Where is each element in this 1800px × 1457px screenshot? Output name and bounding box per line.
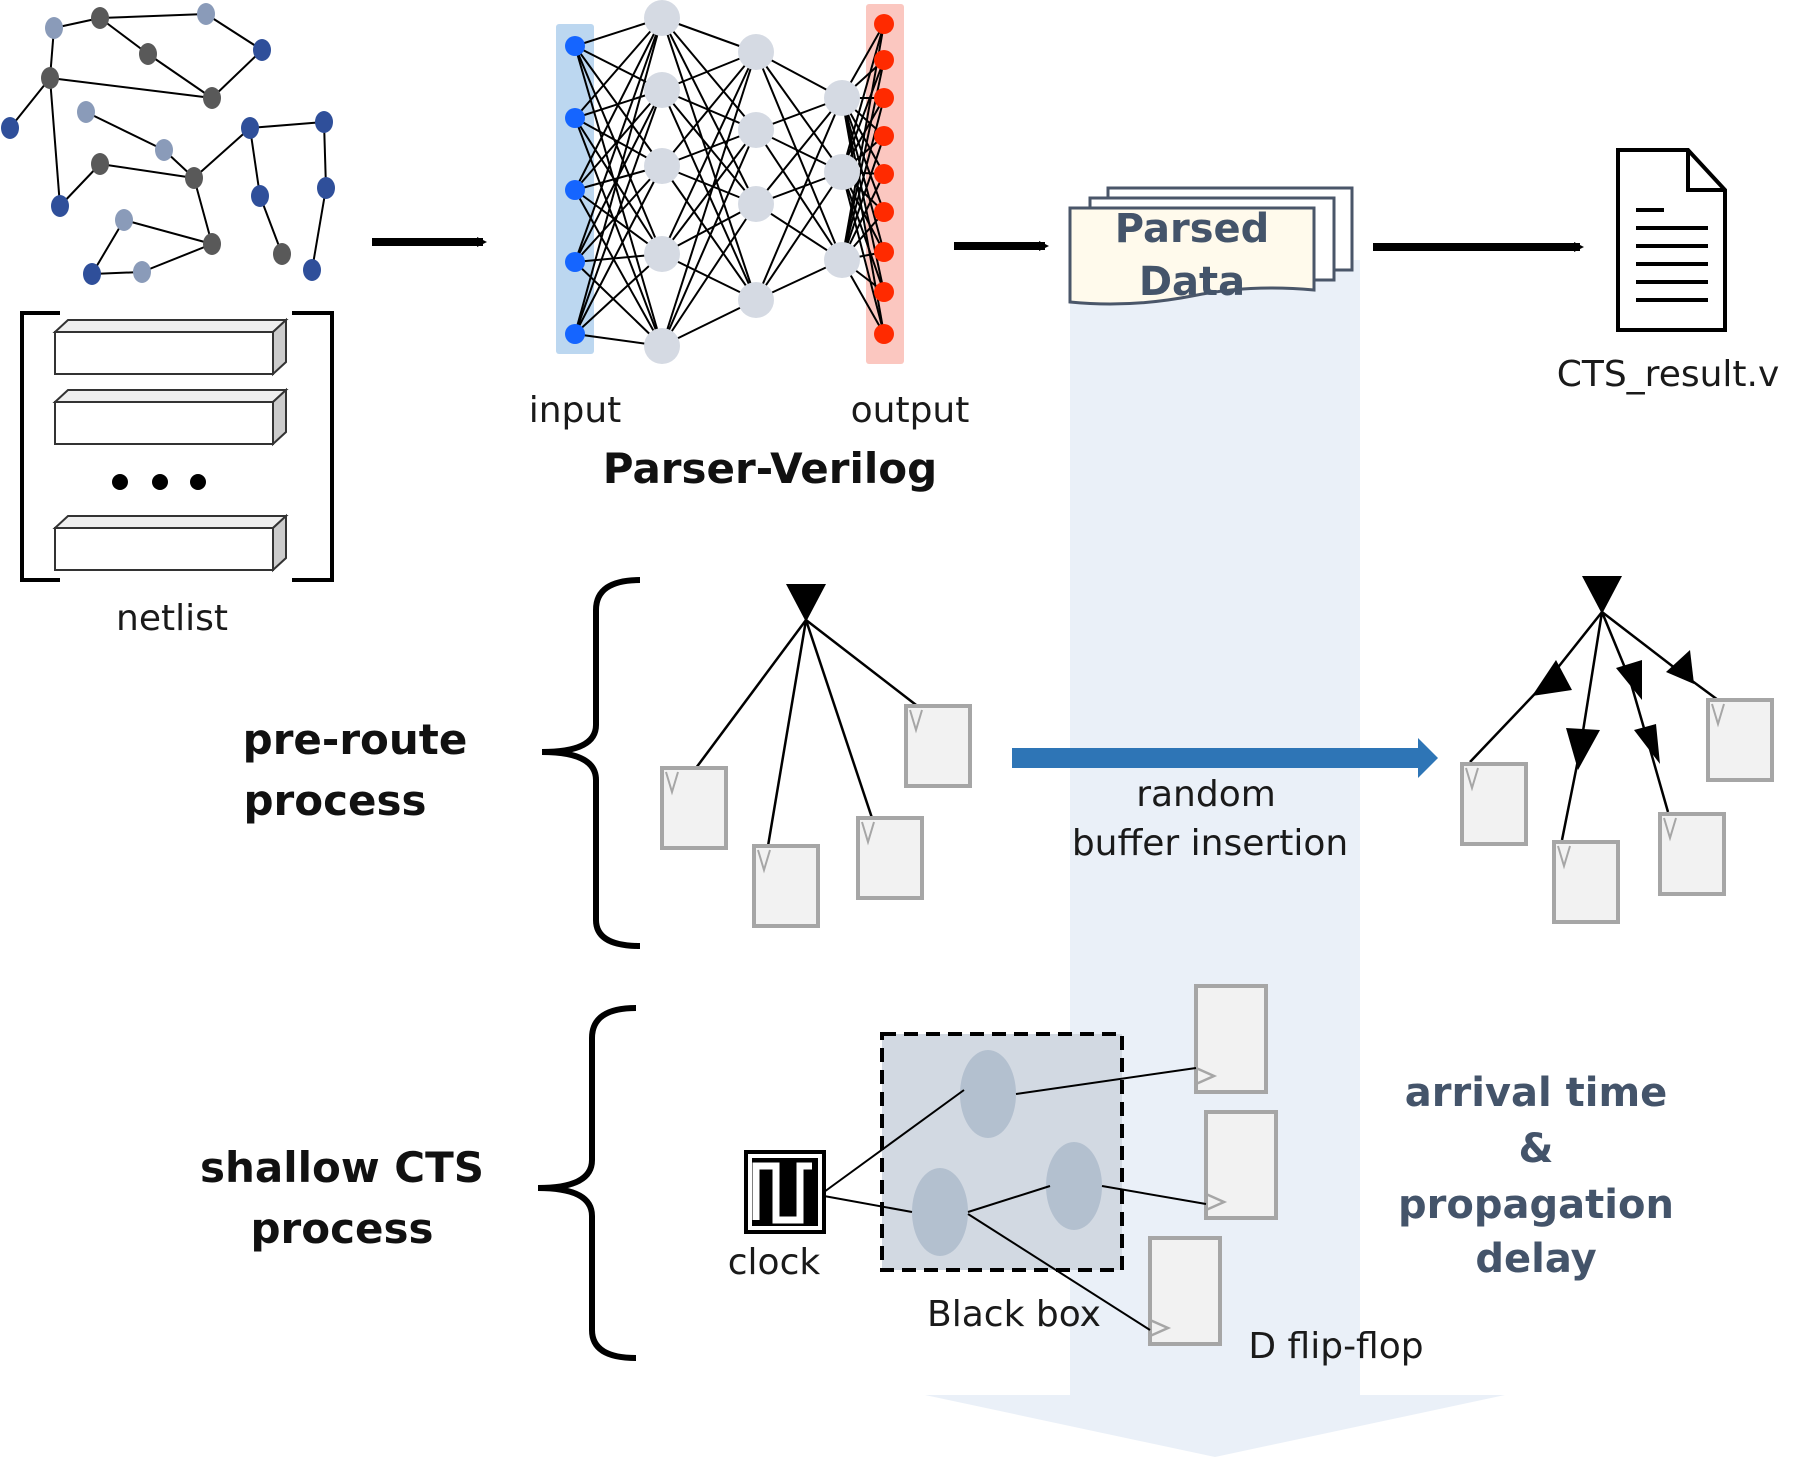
parsed-label-line1: Parsed (1115, 206, 1270, 252)
nn-node (738, 282, 774, 318)
parsed-label-line2: Data (1139, 259, 1245, 305)
graph-node (303, 259, 321, 281)
graph-node (315, 111, 333, 133)
shallow-label-line2: process (250, 1204, 433, 1253)
nn-node (644, 148, 680, 184)
graph-node (273, 243, 291, 265)
pre-route-label-line2: process (243, 776, 426, 825)
buffer-triangle-icon (786, 584, 826, 622)
nn-node (874, 126, 894, 146)
clock-label: clock (728, 1242, 821, 1283)
nn-node (644, 72, 680, 108)
nn-node (565, 252, 585, 272)
arrival-label-line1: arrival time (1405, 1070, 1668, 1116)
graph-node (155, 139, 173, 161)
graph-node (77, 101, 95, 123)
nn-node (824, 80, 860, 116)
nn-node (738, 112, 774, 148)
graph-node (91, 7, 109, 29)
netlist-graph-icon (1, 3, 335, 285)
nn-node (874, 88, 894, 108)
nn-node (738, 186, 774, 222)
graph-node (241, 117, 259, 139)
pre-route-tree (660, 584, 972, 928)
parsed-data-document-icon (1068, 186, 1354, 306)
buffered-tree (1460, 576, 1774, 924)
graph-node (139, 43, 157, 65)
black-box (880, 1032, 1124, 1272)
graph-node (51, 195, 69, 217)
graph-node (253, 39, 271, 61)
black-box-label: Black box (927, 1294, 1101, 1335)
nn-node (874, 50, 894, 70)
nn-node (644, 0, 680, 36)
graph-node (203, 87, 221, 109)
output-label: output (851, 390, 970, 431)
random-label-line2: buffer insertion (1072, 823, 1348, 864)
graph-node (45, 17, 63, 39)
arrival-label-line4: delay (1475, 1236, 1596, 1282)
graph-node (1, 117, 19, 139)
arrival-label-line2: & (1519, 1126, 1554, 1172)
nn-node (874, 324, 894, 344)
graph-node (185, 167, 203, 189)
netlist-label: netlist (116, 598, 228, 639)
nn-node (565, 36, 585, 56)
nn-node (874, 202, 894, 222)
nn-node (874, 242, 894, 262)
graph-node (91, 153, 109, 175)
random-label-line1: random (1136, 774, 1276, 815)
pre-route-brace (541, 577, 641, 949)
parser-title: Parser-Verilog (603, 444, 937, 493)
pre-route-label-line1: pre-route (243, 715, 468, 764)
clock-source-icon (744, 1150, 826, 1234)
shallow-label-line1: shallow CTS (200, 1143, 484, 1192)
nn-node (565, 324, 585, 344)
nn-node (874, 282, 894, 302)
dff-label: D flip-flop (1248, 1326, 1423, 1367)
input-label: input (529, 390, 622, 431)
graph-node (115, 209, 133, 231)
graph-node (83, 263, 101, 285)
nn-node (644, 236, 680, 272)
graph-node (41, 67, 59, 89)
result-file-label: CTS_result.v (1557, 354, 1780, 395)
graph-node (251, 185, 269, 207)
nn-node (824, 242, 860, 278)
neural-network-nodes (565, 0, 894, 364)
shallow-brace (537, 1005, 637, 1361)
nn-node (874, 164, 894, 184)
arrival-label-line3: propagation (1398, 1182, 1674, 1228)
verilog-file-icon (1616, 148, 1727, 332)
nn-node (565, 180, 585, 200)
graph-node (203, 233, 221, 255)
nn-node (738, 34, 774, 70)
nn-node (565, 108, 585, 128)
nn-node (644, 328, 680, 364)
flip-flop-icon (1148, 984, 1278, 1346)
nn-node (824, 154, 860, 190)
graph-node (197, 3, 215, 25)
clock-wires (823, 1067, 1207, 1331)
graph-node (133, 261, 151, 283)
nn-node (874, 14, 894, 34)
random-buffer-arrow (1012, 738, 1438, 778)
graph-node (317, 177, 335, 199)
module-stack-icon (20, 311, 334, 582)
